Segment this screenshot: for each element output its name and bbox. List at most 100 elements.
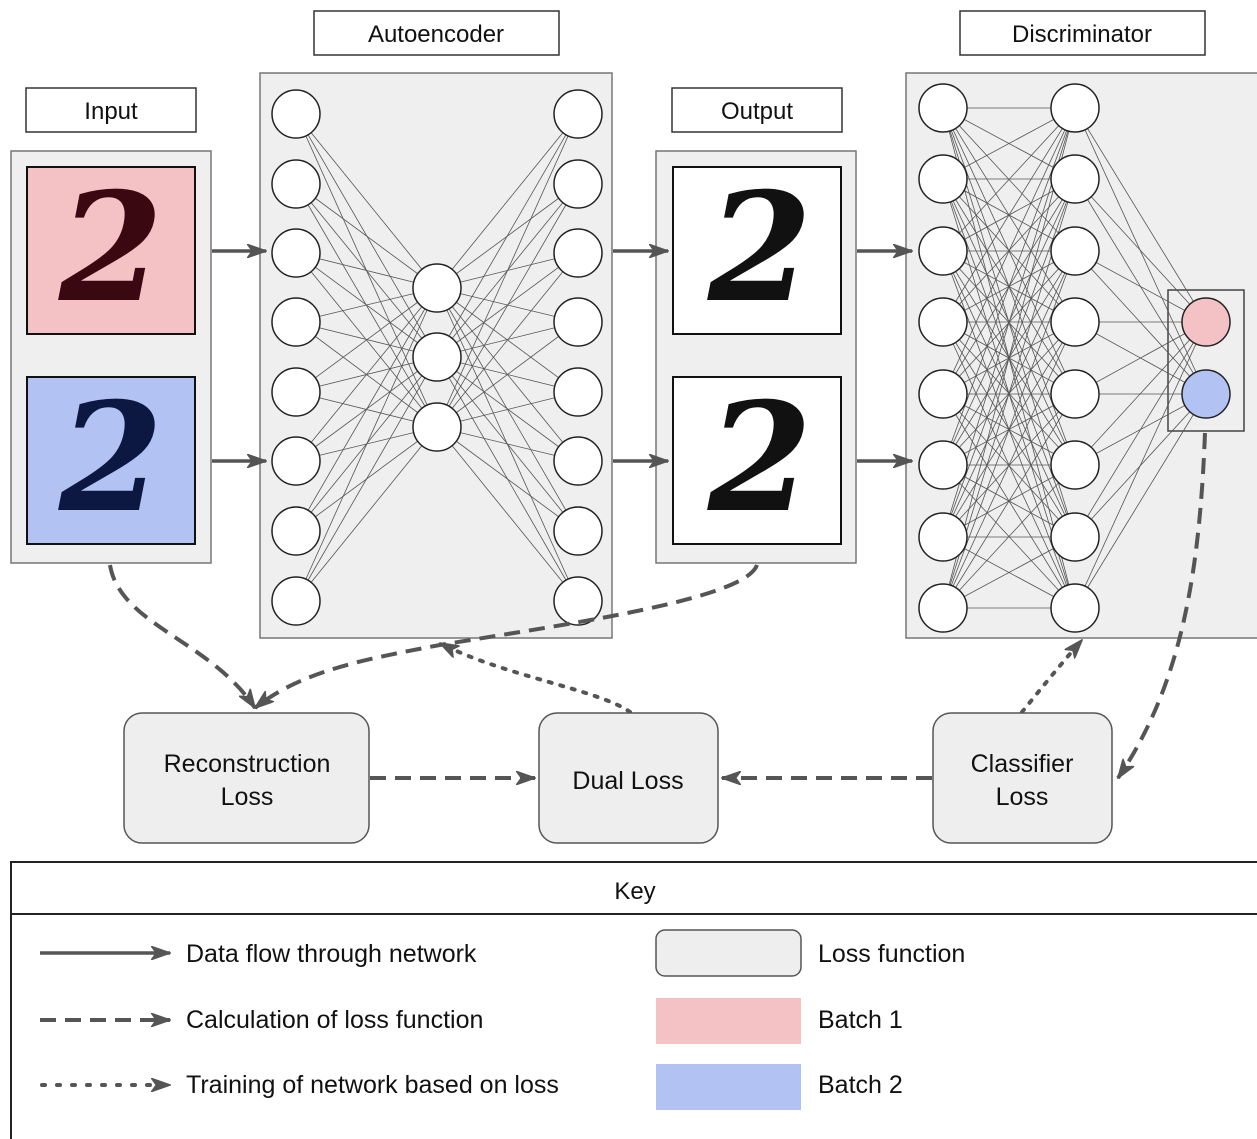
discriminator-connection — [1074, 321, 1207, 395]
autoencoder-neuron-l3-n2 — [553, 159, 603, 209]
autoencoder-neuron-l3-n1 — [553, 89, 603, 139]
key-data-flow-label: Data flow through network — [186, 940, 477, 968]
autoencoder-connection — [436, 183, 579, 428]
key-loss-function-label: Loss function — [818, 940, 965, 968]
autoencoder-neuron-l1-n8 — [271, 576, 321, 626]
output-panel: 2 2 — [655, 150, 857, 564]
discriminator-neuron-l3-n2 — [1181, 369, 1231, 419]
key-batch1-swatch — [656, 998, 801, 1044]
autoencoder-neuron-l1-n2 — [271, 159, 321, 209]
arrow-classifier-to-discriminator — [1020, 638, 1084, 714]
autoencoder-neuron-l2-n1 — [412, 263, 462, 313]
discriminator-connection — [1074, 321, 1207, 466]
autoencoder-connection — [436, 113, 579, 289]
arrow-input-to-reconstruction — [108, 564, 257, 708]
discriminator-neuron-l2-n7 — [1050, 512, 1100, 562]
discriminator-connection — [942, 107, 1076, 252]
discriminator-neuron-l1-n4 — [918, 297, 968, 347]
autoencoder-neurons — [271, 89, 603, 626]
key-batch2-label: Batch 2 — [818, 1071, 903, 1099]
input-image-batch2 — [26, 376, 196, 545]
arrow-dual-to-autoencoder — [440, 641, 632, 714]
autoencoder-neuron-l3-n3 — [553, 228, 603, 278]
discriminator-connection — [942, 107, 1076, 323]
autoencoder-label-box: Autoencoder — [313, 10, 560, 56]
autoencoder-connection — [295, 287, 438, 393]
autoencoder-connection — [295, 426, 438, 602]
discriminator-neuron-l1-n3 — [918, 226, 968, 276]
autoencoder-connection — [295, 183, 438, 289]
autoencoder-neuron-l3-n4 — [553, 297, 603, 347]
discriminator-connection — [942, 536, 1076, 609]
discriminator-connection — [942, 464, 1076, 609]
key-batch1-label: Batch 1 — [818, 1006, 903, 1034]
discriminator-neuron-l2-n1 — [1050, 83, 1100, 133]
autoencoder-neuron-l1-n4 — [271, 297, 321, 347]
discriminator-neuron-l1-n8 — [918, 583, 968, 633]
autoencoder-neuron-l3-n8 — [553, 576, 603, 626]
key-title: Key — [614, 878, 655, 905]
autoencoder-connection — [295, 113, 438, 289]
discriminator-connections — [942, 107, 1207, 609]
key-loss-calc-label: Calculation of loss function — [186, 1006, 483, 1034]
discriminator-connection — [1074, 107, 1207, 323]
autoencoder-neuron-l3-n6 — [553, 436, 603, 486]
autoencoder-connection — [436, 426, 579, 602]
training-arrows — [440, 638, 1084, 714]
discriminator-connection — [942, 321, 1076, 609]
key-loss-function-swatch — [655, 929, 802, 977]
arrow-output-to-reconstruction — [255, 564, 759, 708]
data-flow-arrows — [212, 251, 912, 461]
discriminator-neuron-l2-n3 — [1050, 226, 1100, 276]
discriminator-neuron-l1-n6 — [918, 440, 968, 490]
autoencoder-connection — [295, 287, 438, 462]
input-image-batch1 — [26, 166, 196, 335]
discriminator-neuron-l1-n7 — [918, 512, 968, 562]
autoencoder-neuron-l1-n1 — [271, 89, 321, 139]
output-digit-batch2: 2 — [707, 370, 812, 546]
discriminator-neuron-l1-n5 — [918, 369, 968, 419]
autoencoder-neuron-l1-n3 — [271, 228, 321, 278]
autoencoder-neuron-l3-n7 — [553, 506, 603, 556]
discriminator-neuron-l1-n2 — [918, 154, 968, 204]
loss-arrows — [108, 432, 1207, 778]
classifier-loss-box: Classifier Loss — [932, 712, 1113, 844]
autoencoder-connection — [436, 113, 579, 428]
discriminator-panel — [905, 72, 1257, 639]
discriminator-neuron-l2-n4 — [1050, 297, 1100, 347]
discriminator-connection — [942, 107, 1076, 466]
autoencoder-neuron-l1-n5 — [271, 367, 321, 417]
reconstruction-loss-box: Reconstruction Loss — [123, 712, 370, 844]
discriminator-connection — [1074, 321, 1207, 609]
key-legend: Key Data flow through network Calculatio… — [10, 861, 1257, 1139]
input-digit-batch1: 2 — [58, 160, 163, 336]
discriminator-neuron-l2-n8 — [1050, 583, 1100, 633]
autoencoder-connection — [436, 321, 579, 428]
discriminator-neuron-l1-n1 — [918, 83, 968, 133]
arrow-disc-to-classifier — [1116, 432, 1207, 778]
autoencoder-connection — [295, 356, 438, 602]
discriminator-connection — [1074, 321, 1207, 538]
input-digit-batch2: 2 — [58, 370, 163, 546]
discriminator-neuron-l3-n1 — [1181, 297, 1231, 347]
classifier-loss-label-line1: Classifier — [971, 750, 1074, 778]
output-image-batch2 — [672, 376, 842, 545]
discriminator-connection — [942, 107, 1076, 395]
autoencoder-connection — [436, 252, 579, 428]
input-label-box: Input — [25, 87, 197, 133]
key-batch2-swatch — [656, 1064, 801, 1110]
discriminator-connection — [942, 107, 1076, 180]
autoencoder-connection — [436, 113, 579, 358]
input-panel: 2 2 — [10, 150, 212, 564]
discriminator-connection — [942, 107, 1076, 609]
reconstruction-loss-label-line2: Loss — [221, 783, 274, 811]
classifier-loss-label-line2: Loss — [996, 783, 1049, 811]
discriminator-connection — [1074, 178, 1207, 323]
autoencoder-label: Autoencoder — [368, 21, 504, 48]
autoencoder-connection — [295, 287, 438, 602]
autoencoder-connection — [436, 426, 579, 532]
autoencoder-neuron-l3-n5 — [553, 367, 603, 417]
dual-loss-box: Dual Loss — [538, 712, 719, 844]
autoencoder-connection — [295, 287, 438, 532]
